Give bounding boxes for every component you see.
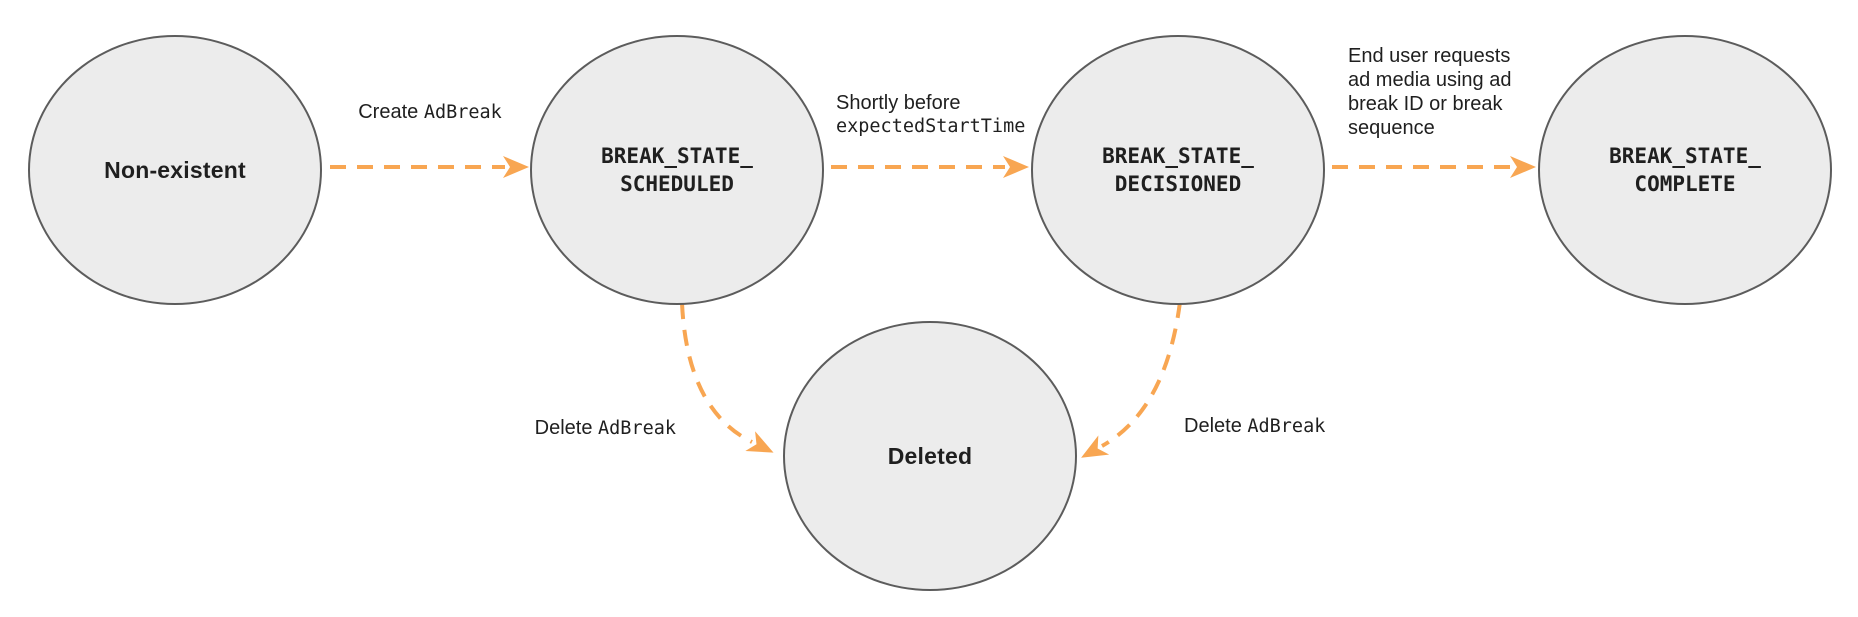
state-node-deleted: Deleted [783, 321, 1077, 591]
edge-label-code: AdBreak [598, 418, 676, 439]
edge-label-create-adbreak: Create AdBreak [330, 100, 530, 125]
state-label-deleted: Deleted [887, 442, 973, 469]
edge-label-text: sequence [1348, 117, 1435, 139]
edge-label-delete-adbreak-right: Delete AdBreak [1184, 414, 1325, 439]
edge-label-delete-adbreak-left: Delete AdBreak [476, 416, 676, 441]
edge-delete-adbreak-left-arrow [680, 302, 774, 453]
state-label-break-state-complete: BREAK_STATE_ COMPLETE [1609, 142, 1761, 198]
state-node-break-state-scheduled: BREAK_STATE_ SCHEDULED [530, 35, 824, 305]
edge-label-text: Delete [534, 417, 599, 439]
state-label-line: SCHEDULED [620, 172, 734, 196]
edge-label-text: break ID or break [1348, 93, 1503, 115]
edge-label-code: AdBreak [1247, 416, 1326, 437]
edge-label-code: AdBreak [423, 102, 502, 123]
edge-label-text: ad media using ad [1348, 69, 1512, 91]
state-label-line: DECISIONED [1114, 172, 1242, 196]
state-node-break-state-decisioned: BREAK_STATE_ DECISIONED [1031, 35, 1325, 305]
edge-label-text: Create [358, 101, 424, 123]
state-label-break-state-decisioned: BREAK_STATE_ DECISIONED [1102, 142, 1254, 198]
edge-label-text: Shortly before [836, 92, 961, 114]
state-node-non-existent: Non-existent [28, 35, 322, 305]
state-label-line: BREAK_STATE_ [1609, 144, 1761, 168]
state-label-line: COMPLETE [1634, 172, 1736, 196]
edge-label-shortly-before: Shortly before expectedStartTime [836, 91, 1025, 139]
state-label-break-state-scheduled: BREAK_STATE_ SCHEDULED [601, 142, 753, 198]
state-node-break-state-complete: BREAK_STATE_ COMPLETE [1538, 35, 1832, 305]
edge-label-code: expectedStartTime [836, 116, 1026, 137]
state-label-non-existent: Non-existent [104, 156, 246, 183]
state-label-line: BREAK_STATE_ [601, 144, 753, 168]
state-label-line: BREAK_STATE_ [1102, 144, 1254, 168]
edge-delete-adbreak-right-arrow [1081, 301, 1182, 458]
edge-label-text: End user requests [1348, 45, 1511, 67]
edge-label-text: Delete [1184, 415, 1248, 437]
edge-label-end-user-requests: End user requests ad media using ad brea… [1348, 44, 1511, 140]
